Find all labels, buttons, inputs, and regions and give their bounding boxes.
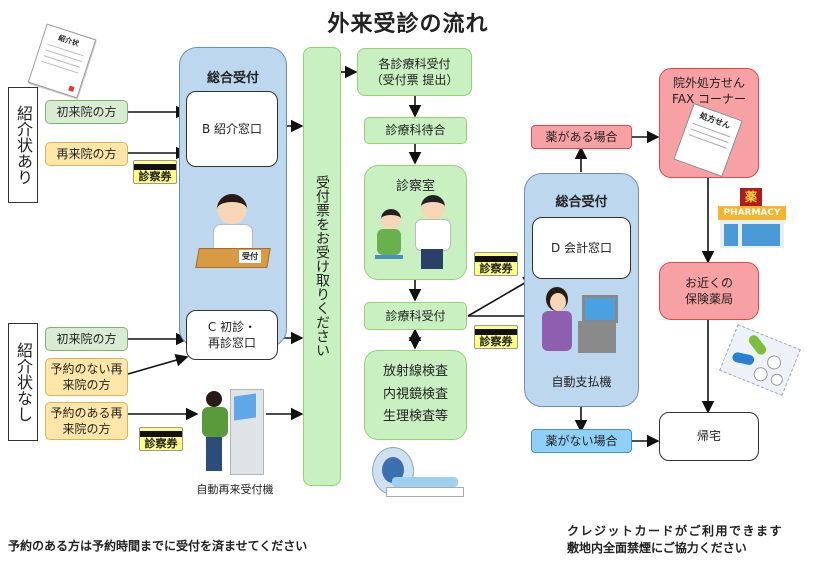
dept-reception-line1: 各診療科受付 xyxy=(378,56,451,71)
tests-box: 放射線検査 内視鏡検査 生理検査等 xyxy=(364,350,467,440)
kiosk-icon xyxy=(200,385,264,475)
payment-machine-caption: 自動支払機 xyxy=(551,375,612,389)
payment-machine-icon xyxy=(540,285,622,355)
window-c: C 初診・ 再診窓口 xyxy=(186,310,278,360)
reservation-text: 予約のある再来院の方 xyxy=(50,405,123,436)
fax-line2: FAX コーナー xyxy=(671,91,747,106)
dept-reception-line2: （受付票 提出） xyxy=(370,73,459,87)
window-c-line2: 再診窓口 xyxy=(207,336,256,350)
fax-line1: 院外処方せん xyxy=(672,76,745,90)
exam-room-title: 診察室 xyxy=(395,179,435,194)
general-reception-title: 総合受付 xyxy=(206,71,259,86)
without-medicine: 薬がない場合 xyxy=(531,429,632,453)
credit-card-note: クレジットカードがご利用できます xyxy=(567,524,784,538)
page-title: 外来受診の流れ xyxy=(327,12,489,37)
patient-card-icon: 診察券 xyxy=(474,252,518,276)
payment-reception-title: 総合受付 xyxy=(555,195,608,210)
without-referral-return-no-reservation: 予約のない再来院の方 xyxy=(45,358,128,396)
arrow-dept2-to-d xyxy=(467,276,537,317)
window-d: D 会計窓口 xyxy=(532,217,631,279)
kiosk-caption: 自動再来受付機 xyxy=(196,483,274,496)
without-referral-initial: 初来院の方 xyxy=(45,327,128,351)
pharmacy-icon: 薬 PHARMACY xyxy=(718,188,786,252)
receipt-column-text: 受付票をお受け取りください xyxy=(314,175,330,357)
dept-waiting: 診療科待合 xyxy=(364,117,467,144)
pharmacy-kanji-sign: 薬 xyxy=(740,188,762,206)
test-physiology: 生理検査等 xyxy=(382,409,448,425)
go-home: 帰宅 xyxy=(659,412,759,461)
without-referral-label: 紹介状なし xyxy=(8,323,38,441)
nearby-pharmacy: お近くの 保険薬局 xyxy=(659,262,759,320)
arrow-noreserve-to-c xyxy=(127,353,189,375)
window-b: B 紹介窓口 xyxy=(186,91,278,167)
nearby-line2: 保険薬局 xyxy=(684,292,733,306)
test-endoscopy: 内視鏡検査 xyxy=(382,386,448,402)
dept-reception: 各診療科受付 （受付票 提出） xyxy=(357,48,472,96)
patient-card-icon: 診察券 xyxy=(139,427,183,451)
without-referral-return-reservation: 予約のある再来院の方 xyxy=(45,402,128,440)
window-c-line1: C 初診・ xyxy=(207,319,257,334)
test-radiology: 放射線検査 xyxy=(382,363,448,379)
dept-reception-2: 診療科受付 xyxy=(364,302,467,330)
with-referral-label: 紹介状あり xyxy=(8,87,38,203)
patient-card-icon: 診察券 xyxy=(474,325,518,349)
nearby-line1: お近くの xyxy=(684,275,733,290)
no-smoking-note: 敷地内全面禁煙にご協力ください xyxy=(567,541,747,555)
desk-sign: 受付 xyxy=(239,250,261,263)
reservation-note: 予約のある方は予約時間までに受付を済ませてください xyxy=(8,539,308,553)
with-referral-return: 再来院の方 xyxy=(45,142,128,166)
mri-scanner-icon xyxy=(368,445,464,500)
no-reservation-text: 予約のない再来院の方 xyxy=(50,361,123,392)
with-referral-initial: 初来院の方 xyxy=(45,100,128,124)
with-medicine: 薬がある場合 xyxy=(531,125,632,149)
pharmacy-sign: PHARMACY xyxy=(718,206,786,220)
receipt-column xyxy=(303,47,341,486)
payment-reception-panel xyxy=(524,173,639,407)
doctor-patient-icon xyxy=(375,193,457,273)
patient-card-icon: 診察券 xyxy=(133,160,177,184)
fax-corner-title: 院外処方せん FAX コーナー xyxy=(659,76,759,107)
receptionist-icon: 受付 xyxy=(195,190,271,272)
